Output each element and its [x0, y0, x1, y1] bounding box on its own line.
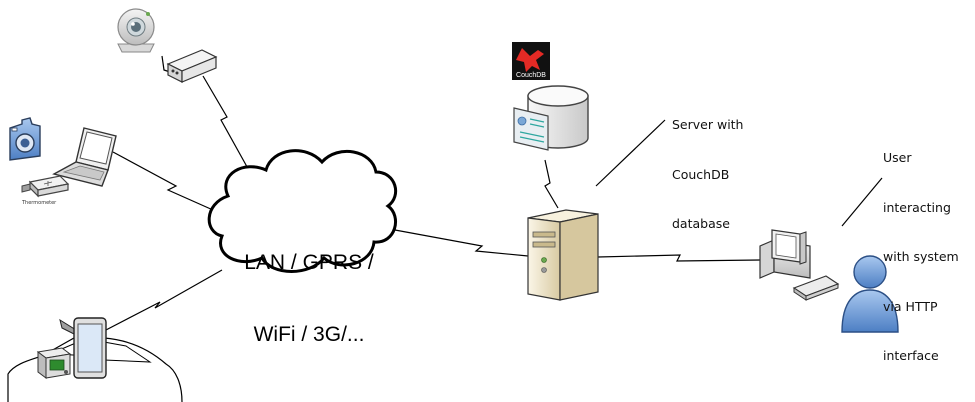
callout-server: [595, 119, 666, 187]
user-label-line1: User: [883, 150, 912, 165]
cloud-label-line1: LAN / GPRS /: [244, 251, 374, 274]
webcam-icon: [117, 8, 155, 53]
link-laptop-cloud: [112, 151, 223, 215]
callout-user: [841, 177, 883, 227]
desktop-pc-icon: [759, 229, 811, 279]
link-db-server: [544, 159, 559, 209]
user-icon: [841, 255, 899, 333]
keyboard-icon: [792, 275, 840, 301]
couchdb-logo-text: CouchDB: [516, 72, 546, 79]
user-label-line2: interacting: [883, 199, 951, 215]
link-router-cloud: [202, 75, 257, 184]
server-label-line1: Server with: [672, 117, 744, 132]
network-cloud: [207, 149, 398, 273]
user-label-line3: with system: [883, 249, 959, 264]
user-label-line5: interface: [883, 348, 939, 363]
link-server-pc: [597, 254, 761, 262]
couchdb-logo: CouchDB: [512, 42, 550, 80]
database-icon: [513, 85, 589, 151]
link-tablet-cloud: [103, 269, 223, 332]
server-label: Server with CouchDB database: [672, 84, 743, 249]
tablet-icon: [59, 317, 107, 379]
camera-icon: [9, 117, 41, 161]
link-cloud-server: [394, 229, 529, 257]
user-label-line4: via HTTP: [883, 298, 938, 314]
server-icon: [527, 209, 599, 301]
usb-thermometer-icon: [21, 175, 70, 198]
thermometer-label: Thermometer: [22, 200, 57, 206]
router-icon: [166, 49, 218, 83]
server-label-line3: database: [672, 216, 730, 231]
laptop-icon: [52, 127, 117, 187]
cloud-label-line2: WiFi / 3G/...: [253, 323, 365, 346]
server-label-line2: CouchDB: [672, 166, 730, 182]
cloud-label: LAN / GPRS / WiFi / 3G/...: [236, 203, 382, 371]
connection-links: [103, 55, 883, 332]
sensor-box-icon: [36, 347, 72, 379]
user-label: User interacting with system via HTTP in…: [883, 117, 959, 381]
